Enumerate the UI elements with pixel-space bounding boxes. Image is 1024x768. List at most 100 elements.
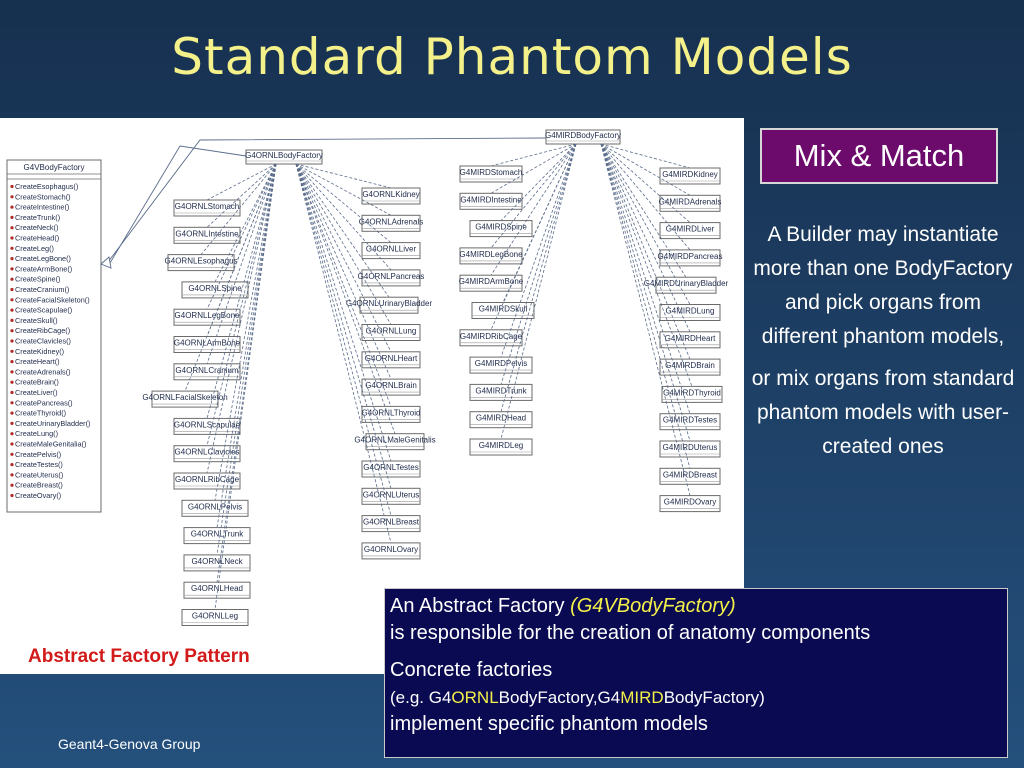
side-paragraph-1: A Builder may instantiate more than one … (753, 223, 1013, 348)
method-bullet-icon (10, 380, 14, 384)
dependency-line (206, 163, 277, 419)
dependency-line (295, 163, 392, 543)
info-line-1-prefix: An Abstract Factory (390, 595, 571, 617)
method-createstomach-: CreateStomach() (15, 192, 71, 201)
class-g4mirdleg: G4MIRDLeg (469, 438, 533, 456)
class-g4mirdliver-label: G4MIRDLiver (666, 225, 715, 234)
info-line-2: is responsible for the creation of anato… (390, 622, 871, 644)
class-g4mirdadrenals-label: G4MIRDAdrenals (659, 197, 722, 206)
method-createleg-: CreateLeg() (15, 244, 54, 253)
class-g4mirdspine: G4MIRDSpine (469, 220, 533, 238)
method-bullet-icon (10, 287, 14, 292)
class-g4ornlbrain: G4ORNLBrain (361, 378, 421, 396)
class-g4ornlleg-label: G4ORNLLeg (192, 612, 238, 621)
class-g4ornltrunk: G4ORNLTrunk (183, 527, 251, 545)
method-bullet-icon (10, 421, 14, 425)
method-bullet-icon (10, 257, 14, 261)
method-bullet-icon (10, 432, 14, 436)
class-g4ornlmalegenitalis-label: G4ORNLMaleGenitalis (354, 436, 435, 445)
class-g4ornlurinarybladder: G4ORNLUrinaryBladder (346, 296, 433, 314)
pattern-label: Abstract Factory Pattern (28, 646, 250, 667)
method-bullet-icon (10, 401, 14, 405)
class-g4ornlpelvis-label: G4ORNLPelvis (188, 502, 242, 511)
method-createneck-: CreateNeck() (15, 223, 58, 232)
class-g4ornlthyroid: G4ORNLThyroid (361, 405, 421, 423)
method-createuterus-: CreateUterus() (15, 470, 63, 479)
class-g4mirdlung-label: G4MIRDLung (666, 307, 715, 316)
method-bullet-icon (10, 360, 14, 364)
mix-and-match-badge: Mix & Match (760, 128, 998, 184)
class-g4ornlneck-label: G4ORNLNeck (191, 557, 243, 566)
class-g4mirdadrenals: G4MIRDAdrenals (659, 194, 722, 212)
dependency-line (500, 143, 577, 412)
dependency-line (295, 163, 392, 216)
info-line-4-e: BodyFactory) (663, 688, 765, 707)
method-createribcage-: CreateRibCage() (15, 326, 70, 335)
class-g4ornlfacialskeleton-label: G4ORNLFacialSkeleton (142, 393, 227, 402)
class-g4ornlovary: G4ORNLOvary (361, 542, 421, 560)
class-g4ornlfacialskeleton: G4ORNLFacialSkeleton (142, 390, 228, 408)
class-g4mirdpelvis: G4MIRDPelvis (469, 356, 533, 374)
method-createintestine-: CreateIntestine() (15, 203, 69, 212)
dependency-line (206, 163, 277, 474)
method-createesophagus-: CreateEsophagus() (15, 182, 78, 191)
dependency-line (490, 143, 577, 194)
method-bullet-icon (10, 205, 14, 209)
method-createkidney-: CreateKidney() (15, 347, 64, 356)
side-description: A Builder may instantiate more than one … (748, 218, 1018, 472)
dependency-line (295, 163, 392, 325)
dependency-line (500, 143, 577, 385)
class-g4ornlarmbone-label: G4ORNLArmBone (174, 339, 241, 348)
class-g4ornlcranium-label: G4ORNLCranium (175, 366, 238, 375)
dependency-line (490, 143, 577, 276)
method-bullet-icon (10, 390, 14, 395)
dependency-line (295, 163, 392, 271)
dependency-line (600, 143, 691, 496)
method-bullet-icon (10, 318, 14, 322)
inheritance-line-mird (104, 137, 547, 267)
class-g4ornltestes-label: G4ORNLTestes (363, 463, 418, 472)
class-g4mirdlegbone-label: G4MIRDLegBone (459, 250, 523, 259)
info-line-4: (e.g. G4ORNLBodyFactory,G4MIRDBodyFactor… (390, 684, 1007, 711)
dependency-line (600, 143, 691, 469)
class-g4vbodyfactory: G4VBodyFactoryCreateEsophagus()CreateSto… (6, 159, 102, 513)
method-createmalegenitalia-: CreateMaleGenitalia() (15, 440, 86, 449)
dependency-line (206, 163, 277, 310)
class-g4ornlbreast: G4ORNLBreast (361, 515, 421, 533)
dependency-line (295, 163, 396, 434)
class-g4ornladrenals-label: G4ORNLAdrenals (359, 217, 423, 226)
method-createadrenals-: CreateAdrenals() (15, 367, 71, 376)
method-bullet-icon (10, 236, 14, 240)
class-g4mirdpancreas-label: G4MIRDPancreas (658, 252, 723, 261)
class-g4ornlesophagus-label: G4ORNLEsophagus (165, 257, 238, 266)
class-g4mirdstomach-label: G4MIRDStomach (460, 168, 523, 177)
method-createspine-: CreateSpine() (15, 275, 60, 284)
method-bullet-icon (10, 493, 14, 498)
class-g4ornlthyroid-label: G4ORNLThyroid (362, 408, 421, 417)
class-g4ornlcranium: G4ORNLCranium (173, 363, 241, 381)
info-line-4-c: BodyFactory,G4 (498, 688, 621, 707)
method-bullet-icon (10, 411, 14, 415)
method-createthyroid-: CreateThyroid() (15, 409, 66, 418)
class-g4mirdliver: G4MIRDLiver (659, 222, 721, 240)
dependency-line (206, 163, 277, 201)
class-g4mirdbrain-label: G4MIRDBrain (665, 361, 715, 370)
class-g4mirdbodyfactory-label: G4MIRDBodyFactory (545, 131, 621, 140)
class-g4ornlscapulae: G4ORNLScapulae (173, 417, 241, 435)
dependency-line (600, 143, 691, 251)
info-line-1-highlight: (G4VBodyFactory) (570, 595, 736, 617)
class-g4mirdintestine-label: G4MIRDIntestine (460, 195, 522, 204)
method-createliver-: CreateLiver() (15, 388, 58, 397)
method-createclavicles-: CreateClavicles() (15, 337, 71, 346)
class-g4ornluterus-label: G4ORNLUterus (363, 490, 419, 499)
method-bullet-icon (10, 215, 14, 219)
class-g4mirdintestine: G4MIRDIntestine (459, 192, 523, 210)
inheritance-arrowhead-icon (100, 256, 112, 269)
dependency-line (600, 143, 691, 305)
dependency-line (600, 143, 691, 169)
method-createcranium-: CreateCranium() (15, 285, 69, 294)
class-g4ornlurinarybladder-label: G4ORNLUrinaryBladder (346, 299, 433, 308)
class-g4mirdtrunk: G4MIRDTrunk (469, 383, 533, 401)
method-bullet-icon (10, 349, 14, 353)
class-g4ornlclavicles-label: G4ORNLClavicles (175, 448, 240, 457)
